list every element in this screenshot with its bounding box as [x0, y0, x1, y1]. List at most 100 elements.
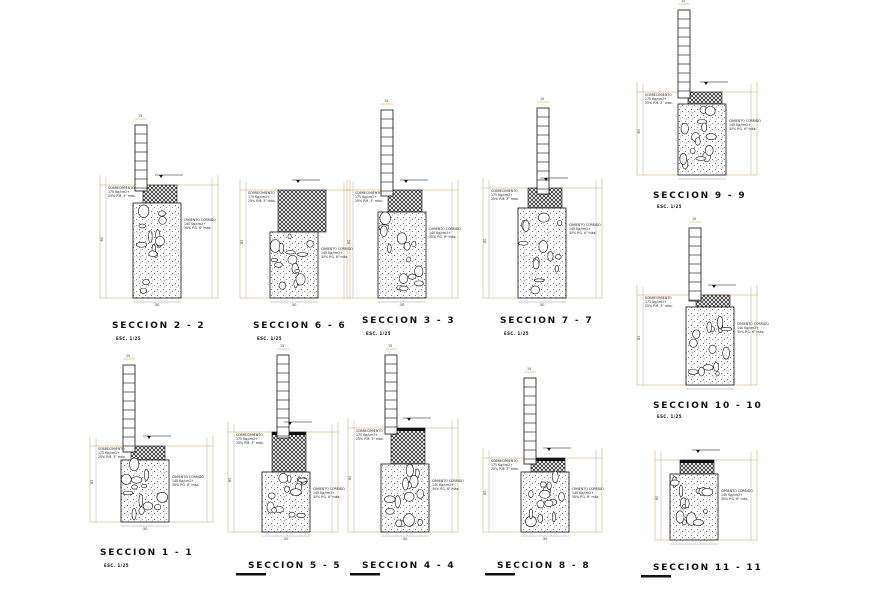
section-scale: ESC. 1/25 [116, 336, 141, 341]
left-annotation-1: SOBRECIMIENTO [645, 296, 672, 300]
left-annotation-3: 25% P.M. 3" máx. [236, 441, 264, 445]
left-annotation-2: 175 Kg/cm2+ [108, 190, 130, 194]
stone-mark [706, 321, 712, 333]
stone-mark [130, 476, 143, 484]
stone-mark [688, 368, 699, 375]
stone-mark [704, 145, 714, 156]
stone-mark [290, 488, 302, 496]
stone-mark [139, 287, 148, 294]
bottom-dim-label: 80 [637, 129, 641, 133]
left-annotation-3: 25% P.M. 3" máx. [645, 304, 673, 308]
width-dim-label: .50 [291, 303, 296, 307]
section-title: SECCION 8 - 8 [497, 561, 590, 571]
stone-mark [306, 240, 314, 248]
brick-dim-label: 15 [384, 99, 388, 103]
stone-mark [387, 243, 392, 254]
left-annotation-1: SOBRECIMIENTO [491, 189, 518, 193]
stone-mark [380, 225, 388, 237]
brick-wall [122, 364, 136, 453]
brick-wall [384, 354, 398, 435]
stone-mark [698, 366, 705, 377]
bottom-dim-label: 80 [347, 240, 351, 244]
section-scale: ESC. 1/25 [657, 414, 682, 419]
stone-mark [155, 236, 165, 247]
stone-mark [156, 491, 168, 503]
stone-mark [297, 477, 308, 483]
stone-mark [679, 152, 687, 165]
floor-hatch [277, 189, 327, 233]
stone-mark [695, 156, 707, 161]
stone-mark [158, 216, 167, 225]
stone-mark [296, 252, 308, 257]
left-annotation-2: 175 Kg/cm2+ [236, 437, 258, 441]
section-title: SECCION 4 - 4 [362, 561, 455, 571]
stone-mark [398, 273, 409, 284]
stone-mark [294, 269, 300, 274]
right-annotation-1: CIMIENTO CORRIDO [313, 487, 345, 491]
right-annotation-3: 30% P.G. 6" máx. [721, 497, 749, 501]
right-annotation-3: 30% P.G. 6" máx. [184, 226, 212, 230]
level-marker-arrow [696, 450, 700, 453]
right-annotation-1: CIMIENTO CORRIDO [729, 119, 761, 123]
right-annotation-3: 30% P.G. 6" máx. [737, 330, 765, 334]
stone-mark [722, 346, 730, 360]
stone-mark [138, 493, 143, 508]
floor-hatch [687, 91, 723, 105]
stone-mark [539, 490, 551, 499]
section-scale: ESC. 1/25 [366, 331, 391, 336]
width-dim-label: .50 [539, 303, 544, 307]
stone-mark [552, 512, 556, 523]
brick-dim-label: 15 [681, 0, 685, 3]
width-dim-label: .50 [399, 303, 404, 307]
stone-mark [680, 122, 689, 135]
stone-mark [678, 484, 684, 498]
foundation-block [120, 459, 170, 523]
stone-mark [384, 495, 396, 503]
left-annotation-3: 25% P.M. 3" máx. [491, 197, 519, 201]
right-annotation-1: CIMIENTO CORRIDO [429, 227, 461, 231]
stone-mark [142, 279, 150, 286]
stone-mark [689, 338, 698, 348]
section-title: SECCION 2 - 2 [112, 321, 205, 331]
title-underline [236, 573, 266, 576]
right-annotation-2: 140 Kg/cm2+ [321, 251, 343, 255]
right-annotation-2: 140 Kg/cm2+ [429, 231, 451, 235]
stone-mark [379, 211, 391, 225]
left-annotation-3: 25% P.M. 3" máx. [356, 437, 384, 441]
width-dim-label: .50 [402, 537, 407, 541]
level-marker-arrow [544, 178, 548, 181]
brick-wall [677, 9, 691, 99]
stone-mark [538, 212, 550, 223]
left-annotation-3: 25% P.M. 3" máx. [108, 194, 136, 198]
stone-mark [689, 147, 696, 154]
stone-mark [138, 506, 145, 515]
stone-mark [267, 492, 276, 499]
stone-mark [547, 251, 554, 262]
stone-mark [518, 240, 529, 246]
brick-dim-label: 15 [126, 354, 130, 358]
stone-mark [131, 508, 137, 521]
stone-mark [558, 492, 565, 502]
left-annotation-2: 175 Kg/cm2+ [645, 300, 667, 304]
stone-mark [129, 457, 140, 472]
right-annotation-3: 30% P.G. 6" máx. [313, 495, 341, 499]
left-annotation-2: 175 Kg/cm2+ [248, 195, 270, 199]
stone-mark [287, 233, 292, 240]
stone-mark [158, 210, 166, 217]
stone-mark [278, 242, 285, 254]
brick-dim-label: 15 [692, 217, 696, 221]
stone-mark [406, 256, 411, 263]
width-dim-label: .50 [154, 303, 159, 307]
stone-mark [148, 230, 153, 244]
section-scale: ESC. 1/25 [104, 563, 129, 568]
stone-mark [703, 508, 708, 514]
level-marker-arrow [288, 422, 292, 425]
stone-mark [692, 329, 701, 339]
right-annotation-2: 140 Kg/cm2+ [432, 483, 454, 487]
